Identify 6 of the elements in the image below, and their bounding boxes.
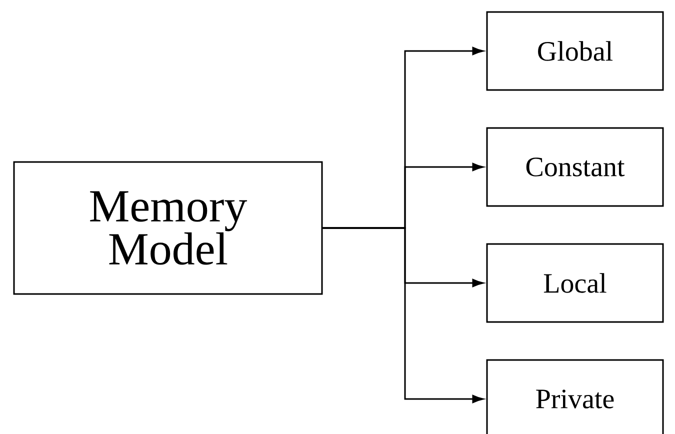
memory-type-box: Constant [486,127,664,207]
memory-type-box: Local [486,243,664,323]
memory-type-box: Global [486,11,664,91]
memory-type-box: Private [486,359,664,434]
arrow [322,227,484,404]
memory-model-box: Memory Model [13,161,323,295]
